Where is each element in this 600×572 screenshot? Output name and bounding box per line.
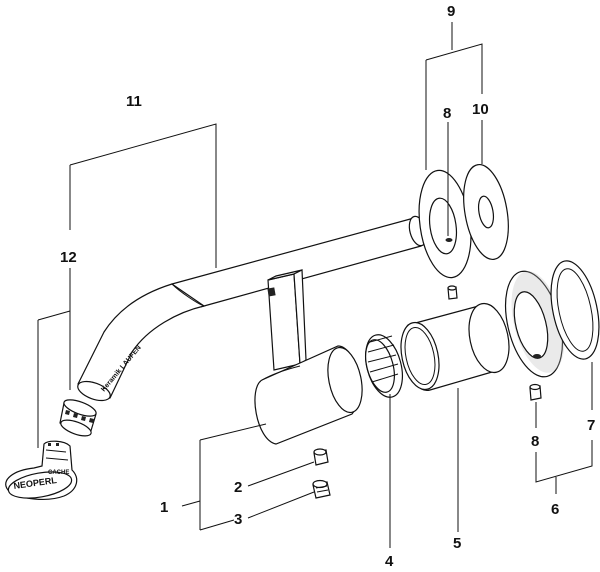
key-cache-text: CACHE — [48, 470, 69, 476]
label-part-8-upper: 8 — [443, 105, 451, 122]
label-part-3: 3 — [234, 511, 242, 528]
gasket-part-7 — [550, 260, 600, 360]
label-part-2: 2 — [234, 479, 242, 496]
grub-screw-part-2 — [313, 448, 329, 466]
lever-handle-part-1 — [254, 269, 363, 445]
label-part-6: 6 — [551, 501, 559, 518]
rosette-part-9 — [418, 169, 472, 279]
cap-nut-part-3 — [312, 479, 331, 499]
sleeve-part-5 — [400, 302, 510, 391]
label-part-8-lower: 8 — [531, 433, 539, 450]
label-part-7: 7 — [587, 417, 595, 434]
leader-lines — [37, 22, 593, 548]
label-part-9: 9 — [447, 3, 455, 20]
aerator-part-12 — [59, 399, 97, 437]
pin-part-8-lower — [529, 383, 542, 401]
aerator-key-tool — [5, 440, 78, 500]
pin-part-8-upper — [447, 285, 458, 300]
label-part-1: 1 — [160, 499, 168, 516]
gasket-part-10 — [463, 163, 509, 261]
label-part-11: 11 — [126, 93, 142, 110]
label-part-4: 4 — [385, 553, 394, 570]
label-part-5: 5 — [453, 535, 461, 552]
threaded-ring-part-4 — [365, 334, 403, 398]
label-part-12: 12 — [60, 249, 77, 266]
label-part-10: 10 — [472, 101, 489, 118]
